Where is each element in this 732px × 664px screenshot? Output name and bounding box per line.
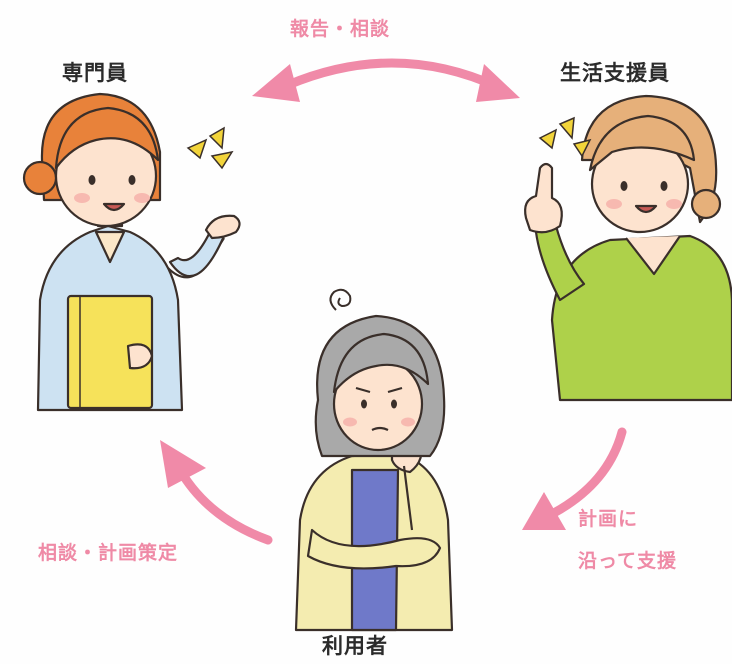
sparkle-specialist	[186, 126, 234, 170]
user-figure	[294, 314, 454, 632]
support-worker-label: 生活支援員	[560, 61, 670, 85]
specialist-figure	[22, 92, 241, 412]
specialist-label: 専門員	[62, 61, 128, 85]
flow-label-right-line1: 計画に	[578, 508, 639, 530]
support-worker-figure	[524, 94, 732, 402]
flow-label-right-line2: 沿って支援	[578, 550, 678, 572]
arrow-left-to-specialist	[160, 440, 273, 545]
thinking-swirl-icon	[329, 288, 352, 311]
sparkle-support-worker	[538, 116, 592, 158]
user-label: 利用者	[322, 634, 388, 658]
flow-label-left: 相談・計画策定	[38, 542, 179, 564]
arrow-top-bidirectional	[252, 58, 520, 102]
flow-label-top: 報告・相談	[290, 18, 391, 40]
arrow-right-to-user	[522, 427, 627, 530]
